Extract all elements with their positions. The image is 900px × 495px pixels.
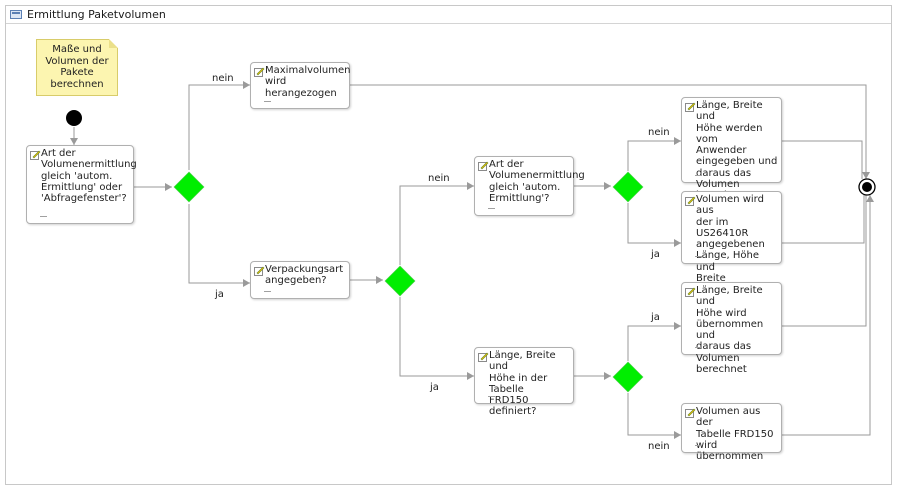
action-verpackungsart[interactable]: Verpackungsart angegeben? [250, 261, 350, 299]
pencil-icon [685, 196, 696, 206]
decision-3 [612, 171, 644, 203]
edge-d2-ja [399, 297, 474, 380]
action-label: Länge, Breite und Höhe wird übernommen u… [696, 285, 764, 376]
action-label: Volumen aus der Tabelle FRD150 wird über… [696, 406, 774, 463]
edge-label-d2-ja: ja [430, 382, 439, 393]
action-art-autom-ermittlung[interactable]: Art der Volumenermittlung gleich 'autom.… [474, 156, 585, 216]
activity-diagram-icon [10, 10, 22, 19]
pencil-icon [685, 102, 696, 112]
end-node [858, 178, 876, 196]
pencil-icon [478, 352, 489, 362]
edge-d3-nein [627, 137, 681, 171]
note-fold-corner [109, 39, 118, 48]
edge-label-d2-nein: nein [428, 173, 450, 184]
edge-d2-nein [399, 182, 474, 265]
edge-anwender-to-end [782, 140, 863, 179]
pencil-icon [30, 150, 41, 160]
edge-label-d4-nein: nein [648, 441, 670, 452]
edge-d3-ja [627, 203, 681, 247]
note-text: Maße und Volumen der Pakete berechnen [45, 44, 109, 90]
action-us26410r-berechnet[interactable]: Volumen wird aus der im US26410R angegeb… [681, 191, 782, 295]
decision-4 [612, 361, 644, 393]
action-tabelle-uebernommen[interactable]: Volumen aus der Tabelle FRD150 wird über… [681, 403, 782, 462]
decision-2 [384, 265, 416, 297]
edge-d4-ja [627, 322, 681, 361]
edge-label-d4-ja: ja [651, 312, 660, 323]
action-label: Länge, Breite und Höhe werden vom Anwend… [696, 100, 778, 201]
action-label: Länge, Breite und Höhe in der Tabelle FR… [489, 350, 556, 418]
action-tabelle-definiert[interactable]: Länge, Breite und Höhe in der Tabelle FR… [474, 347, 574, 417]
action-art-volumenermittlung[interactable]: Art der Volumenermittlung gleich 'autom.… [26, 145, 137, 224]
action-maximalvolumen[interactable]: Maximalvolumen wird herangezogen [250, 62, 350, 109]
action-label: Art der Volumenermittlung gleich 'autom.… [41, 148, 137, 205]
edge-label-d3-ja: ja [651, 249, 660, 260]
edge-us-to-end [782, 195, 865, 244]
pencil-icon [478, 161, 489, 171]
edge-label-d3-nein: nein [648, 127, 670, 138]
action-label: Volumen wird aus der im US26410R angegeb… [696, 194, 765, 295]
edge-max-to-end [350, 84, 870, 179]
pencil-icon [685, 287, 696, 297]
edge-tabelle-to-end [782, 195, 874, 436]
edge-label-d1-ja: ja [215, 289, 224, 300]
edge-d4-nein [627, 393, 681, 439]
edge-d1-nein [188, 81, 250, 170]
action-label: Verpackungsart angegeben? [265, 264, 344, 287]
edge-uebern-to-end [782, 195, 867, 327]
title-bar: Ermittlung Paketvolumen [6, 6, 891, 24]
diagram-title: Ermittlung Paketvolumen [27, 8, 166, 21]
action-label: Maximalvolumen wird herangezogen [265, 65, 351, 99]
comment-note[interactable]: Maße und Volumen der Pakete berechnen [36, 39, 118, 96]
pencil-icon [254, 67, 265, 77]
action-label: Art der Volumenermittlung gleich 'autom.… [489, 159, 585, 204]
edge-label-d1-nein: nein [212, 73, 234, 84]
action-anwender-eingabe[interactable]: Länge, Breite und Höhe werden vom Anwend… [681, 97, 782, 201]
decision-1 [173, 171, 205, 203]
start-node [66, 110, 82, 126]
action-uebernommen-berechnet[interactable]: Länge, Breite und Höhe wird übernommen u… [681, 282, 782, 375]
pencil-icon [685, 408, 696, 418]
edge-d1-ja [188, 204, 250, 287]
pencil-icon [254, 266, 265, 276]
